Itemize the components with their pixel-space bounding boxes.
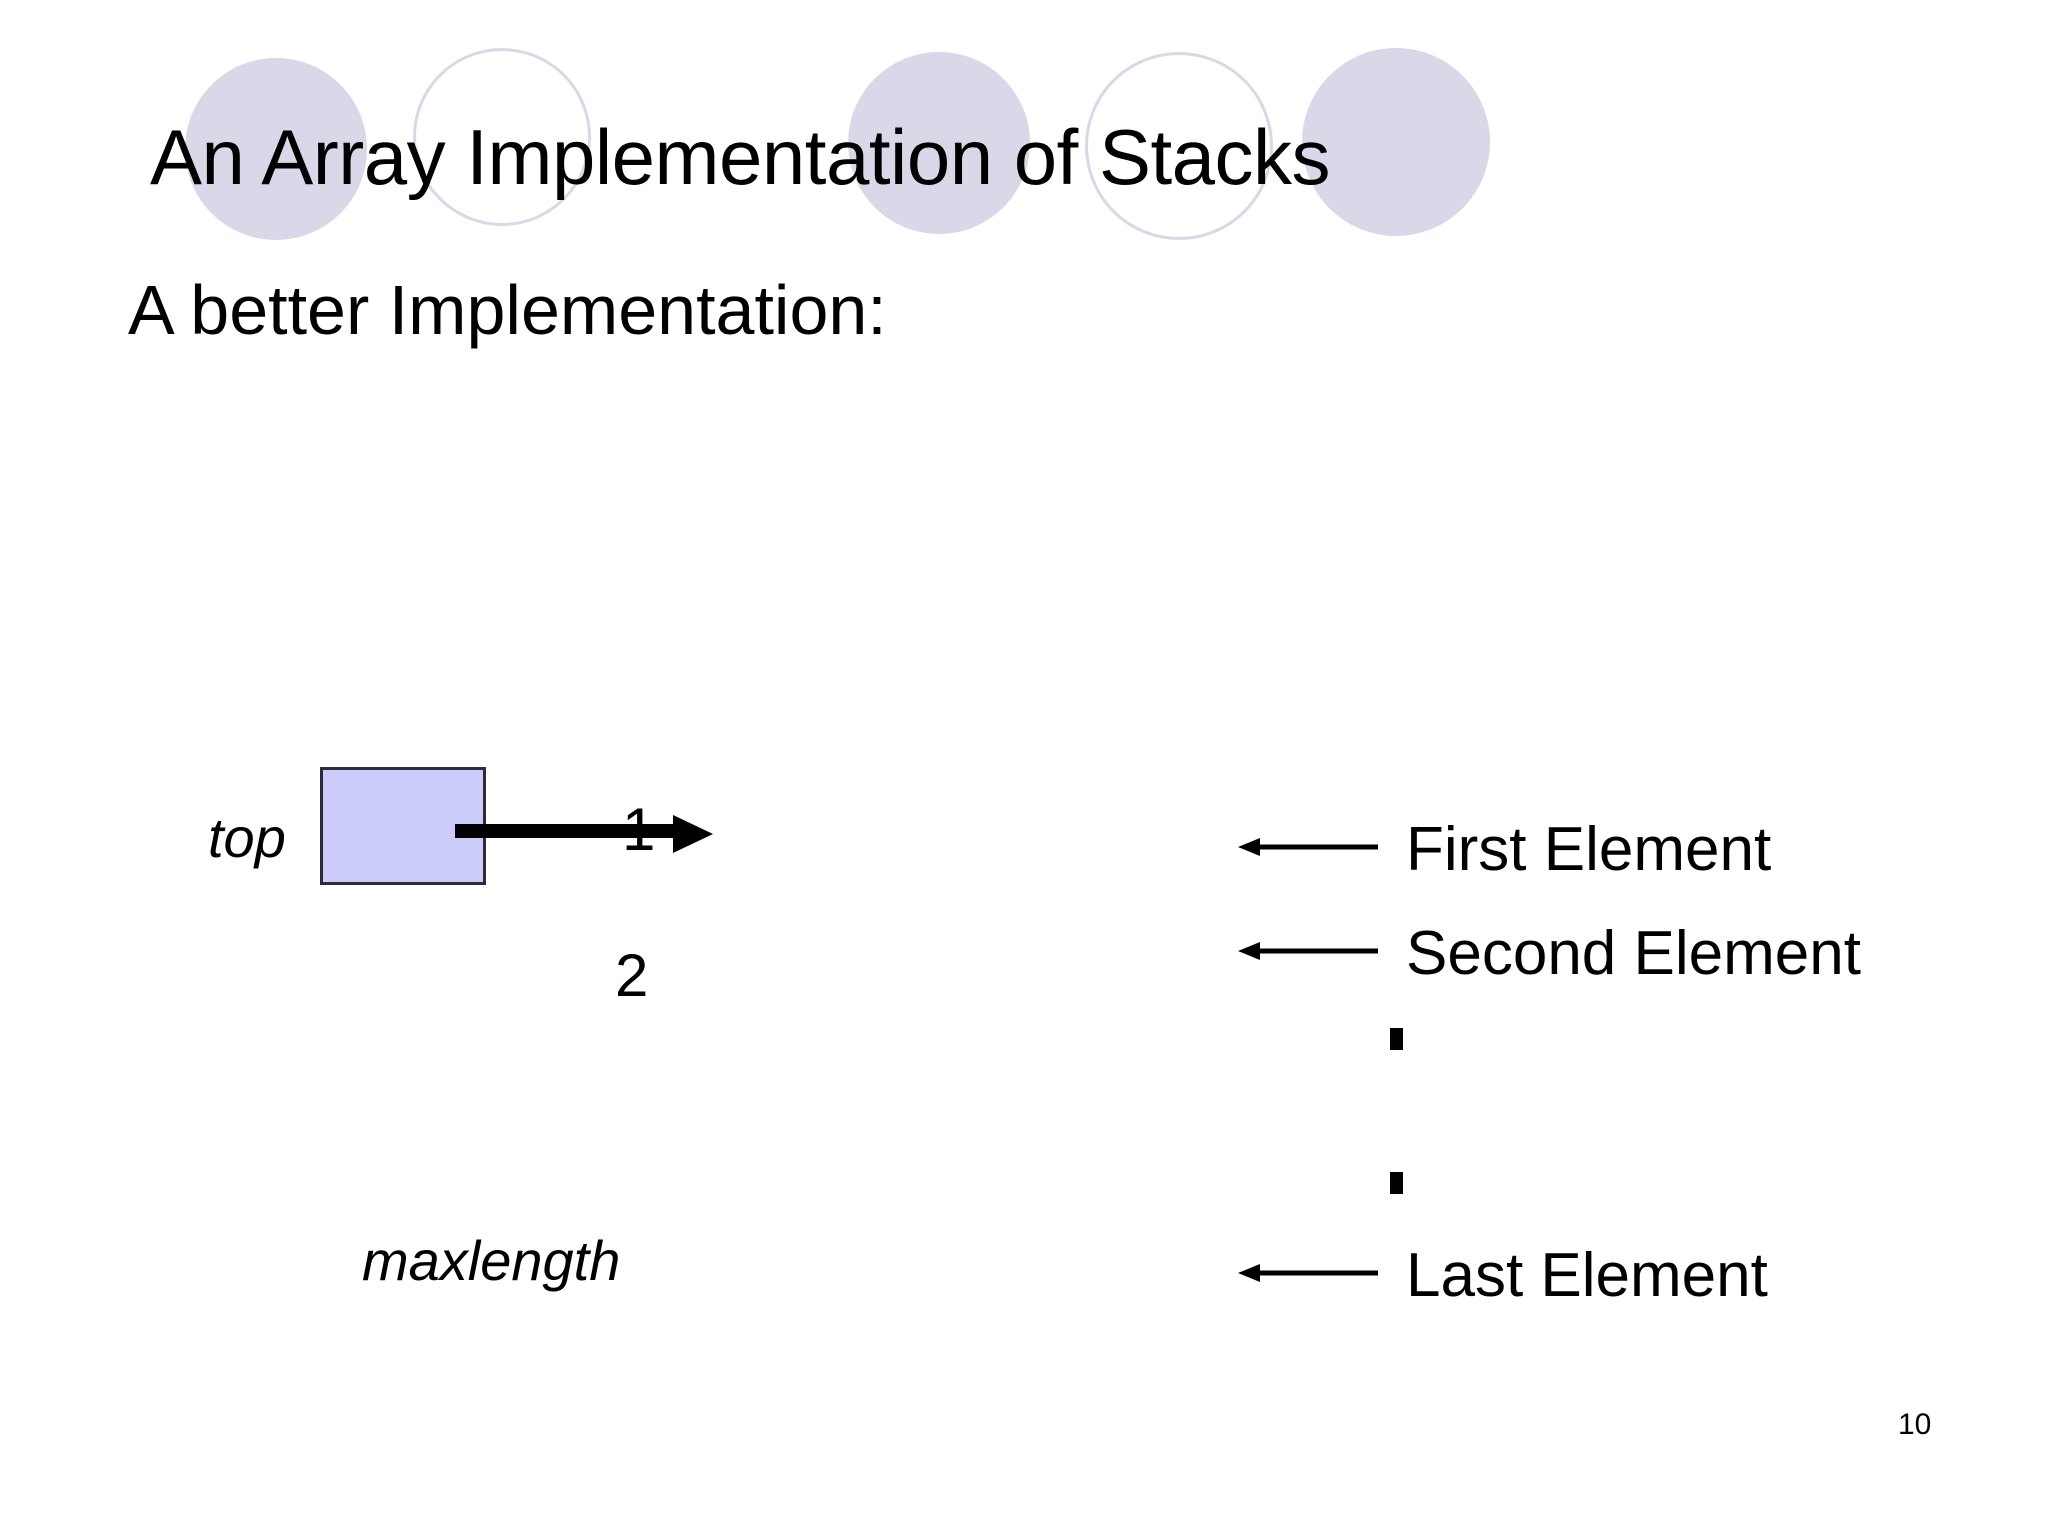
element-label-first: First Element	[1406, 815, 1772, 884]
vertical-ellipsis-dot-2	[1390, 1172, 1403, 1194]
vertical-ellipsis-dot-1	[1390, 1028, 1403, 1050]
decorative-circle-5-filled	[1302, 48, 1490, 236]
top-pointer-label: top	[208, 806, 286, 869]
array-index-first: 1	[622, 796, 656, 863]
element-label-last: Last Element	[1406, 1241, 1768, 1310]
left-arrow-icon	[1238, 1264, 1378, 1282]
left-arrow-icon	[1238, 942, 1378, 960]
top-pointer-arrow-icon	[455, 815, 713, 853]
slide-title: An Array Implementation of Stacks	[150, 113, 1331, 201]
maxlength-label: maxlength	[362, 1229, 621, 1292]
page-number: 10	[1898, 1408, 1932, 1441]
array-index-second: 2	[615, 942, 649, 1009]
element-label-second: Second Element	[1406, 919, 1861, 988]
slide-subtitle: A better Implementation:	[128, 271, 887, 349]
left-arrow-icon	[1238, 838, 1378, 856]
array-cell-box	[320, 767, 486, 885]
